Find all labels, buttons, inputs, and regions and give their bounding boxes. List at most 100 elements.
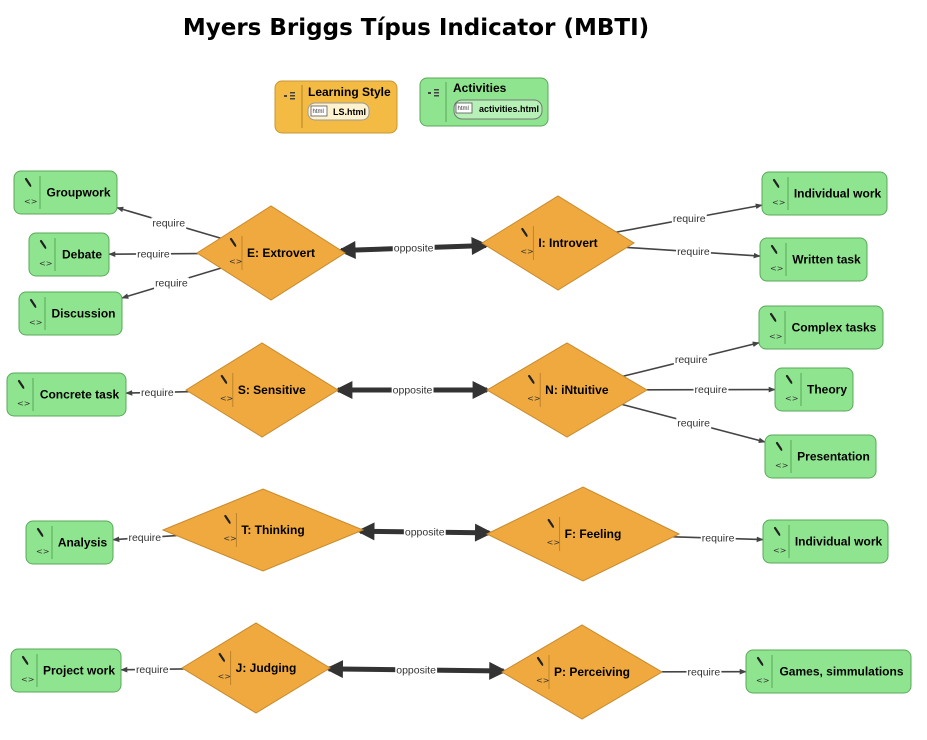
code-icon: <> (773, 546, 786, 555)
pencil-icon (528, 374, 535, 384)
edge-label: require (136, 664, 169, 676)
concept-label: F: Feeling (565, 527, 622, 541)
code-icon: <> (772, 198, 785, 207)
edge-label: opposite (394, 243, 434, 255)
pencil-icon (769, 312, 777, 322)
require-edge: require (108, 248, 198, 261)
legend-learning-style[interactable]: Learning Style html LS.html (274, 80, 398, 134)
html-file-icon: html (455, 102, 473, 114)
nodes: E: Extrovert<> I: Introvert<> S: Sensitive… (6, 170, 912, 720)
edge-label-background (136, 248, 171, 261)
pencil-icon (521, 227, 528, 237)
concept-n[interactable]: N: iNtuitive<> (486, 342, 648, 438)
activity-complex[interactable]: <>Complex tasks (758, 305, 884, 350)
activity-discussion[interactable]: <>Discussion (18, 291, 123, 336)
code-icon: <> (24, 197, 37, 206)
require-edge: require (626, 246, 761, 259)
pencil-icon (29, 298, 37, 308)
pencil-icon (547, 518, 555, 528)
code-icon: <> (229, 257, 242, 266)
activity-theory[interactable]: <>Theory (774, 367, 854, 412)
pencil-icon (17, 379, 25, 389)
edges: require require require require require requi… (108, 203, 776, 680)
concept-label: N: iNtuitive (545, 383, 609, 397)
activity-project[interactable]: <> Project work (10, 648, 122, 693)
concept-s[interactable]: S: Sensitive <> (185, 342, 339, 438)
html-file-icon: html (310, 105, 328, 117)
code-icon: <> (520, 247, 533, 256)
legend-learning-style-file[interactable]: LS.html (333, 107, 366, 117)
code-icon: <> (785, 394, 798, 403)
require-edge: require (661, 666, 747, 679)
edge-label: require (141, 387, 174, 399)
activity-groupwork[interactable]: <>Groupwork (13, 170, 118, 215)
require-edge: require (121, 267, 222, 299)
require-edge: require (616, 203, 763, 233)
code-icon: <> (547, 538, 560, 547)
activity-concrete[interactable]: <>Concrete task (6, 372, 127, 417)
require-edge: require (646, 384, 776, 397)
require-edge: require (125, 386, 189, 399)
pencil-icon (220, 374, 228, 384)
edge-label-background (700, 532, 736, 545)
pencil-icon (218, 652, 226, 662)
concept-diamond (161, 488, 365, 572)
edge-label-background (391, 384, 434, 397)
activity-box (761, 171, 888, 216)
concept-e[interactable]: E: Extrovert<> (196, 205, 346, 301)
concept-f[interactable]: F: Feeling <> (485, 486, 681, 582)
pencil-icon (770, 244, 778, 254)
activity-individual2[interactable]: <> Individual work (762, 519, 889, 564)
activity-individual1[interactable]: <>Individual work (761, 171, 888, 216)
edge-label-background (134, 663, 170, 676)
activity-label: Analysis (58, 536, 108, 550)
edge-label: opposite (396, 664, 436, 676)
code-icon: <> (220, 394, 233, 403)
activity-label: Debate (62, 248, 102, 262)
concept-label: S: Sensitive (238, 383, 306, 397)
legend-activities-file[interactable]: activities.html (479, 104, 539, 114)
code-icon: <> (21, 675, 34, 684)
concept-diamond (486, 342, 648, 438)
concept-diamond (501, 624, 663, 720)
code-icon: <> (769, 332, 782, 341)
legend-learning-style-label: Learning Style (308, 85, 391, 99)
concept-p[interactable]: P: Perceiving<> (501, 624, 663, 720)
activity-label: Individual work (795, 535, 883, 549)
edge-label: require (702, 533, 735, 545)
pencil-icon (536, 656, 544, 666)
concept-t[interactable]: T: Thinking<> (161, 488, 365, 572)
edge-label: require (677, 418, 710, 430)
require-edge: require (116, 206, 221, 239)
code-icon: <> (36, 547, 49, 556)
pencil-icon (36, 527, 44, 537)
edge-label-background (676, 246, 711, 259)
activity-label: Project work (43, 664, 115, 678)
activity-analysis[interactable]: <> Analysis (25, 520, 114, 565)
opposite-edge: opposite (324, 660, 508, 680)
edge-label: require (688, 666, 721, 678)
pencil-icon (775, 441, 783, 451)
edge-label-background (693, 384, 729, 397)
edge-label-background (671, 213, 707, 226)
edge-label: opposite (393, 385, 433, 397)
pencil-icon (39, 239, 47, 249)
code-icon: <> (756, 676, 769, 685)
activity-label: Concrete task (40, 388, 120, 402)
activity-label: Written task (792, 253, 861, 267)
edge-label-background (154, 277, 189, 290)
edge-label: require (137, 248, 170, 260)
legend-activities[interactable]: Activities html activities.html (419, 77, 549, 127)
edge-label: opposite (405, 527, 445, 539)
activity-debate[interactable]: <>Debate (28, 232, 110, 277)
concept-j[interactable]: J: Judging<> (181, 622, 331, 714)
activity-written[interactable]: <>Written task (759, 237, 868, 282)
activity-games[interactable]: <>Games, simmulations (745, 649, 912, 694)
edge-label-background (140, 386, 175, 399)
concept-i[interactable]: I: Introvert<> (481, 195, 635, 291)
pencil-icon (785, 374, 793, 384)
activity-presentation[interactable]: <>Presentation (764, 434, 877, 479)
edge-label: require (677, 246, 710, 258)
edge-label: require (155, 278, 188, 290)
